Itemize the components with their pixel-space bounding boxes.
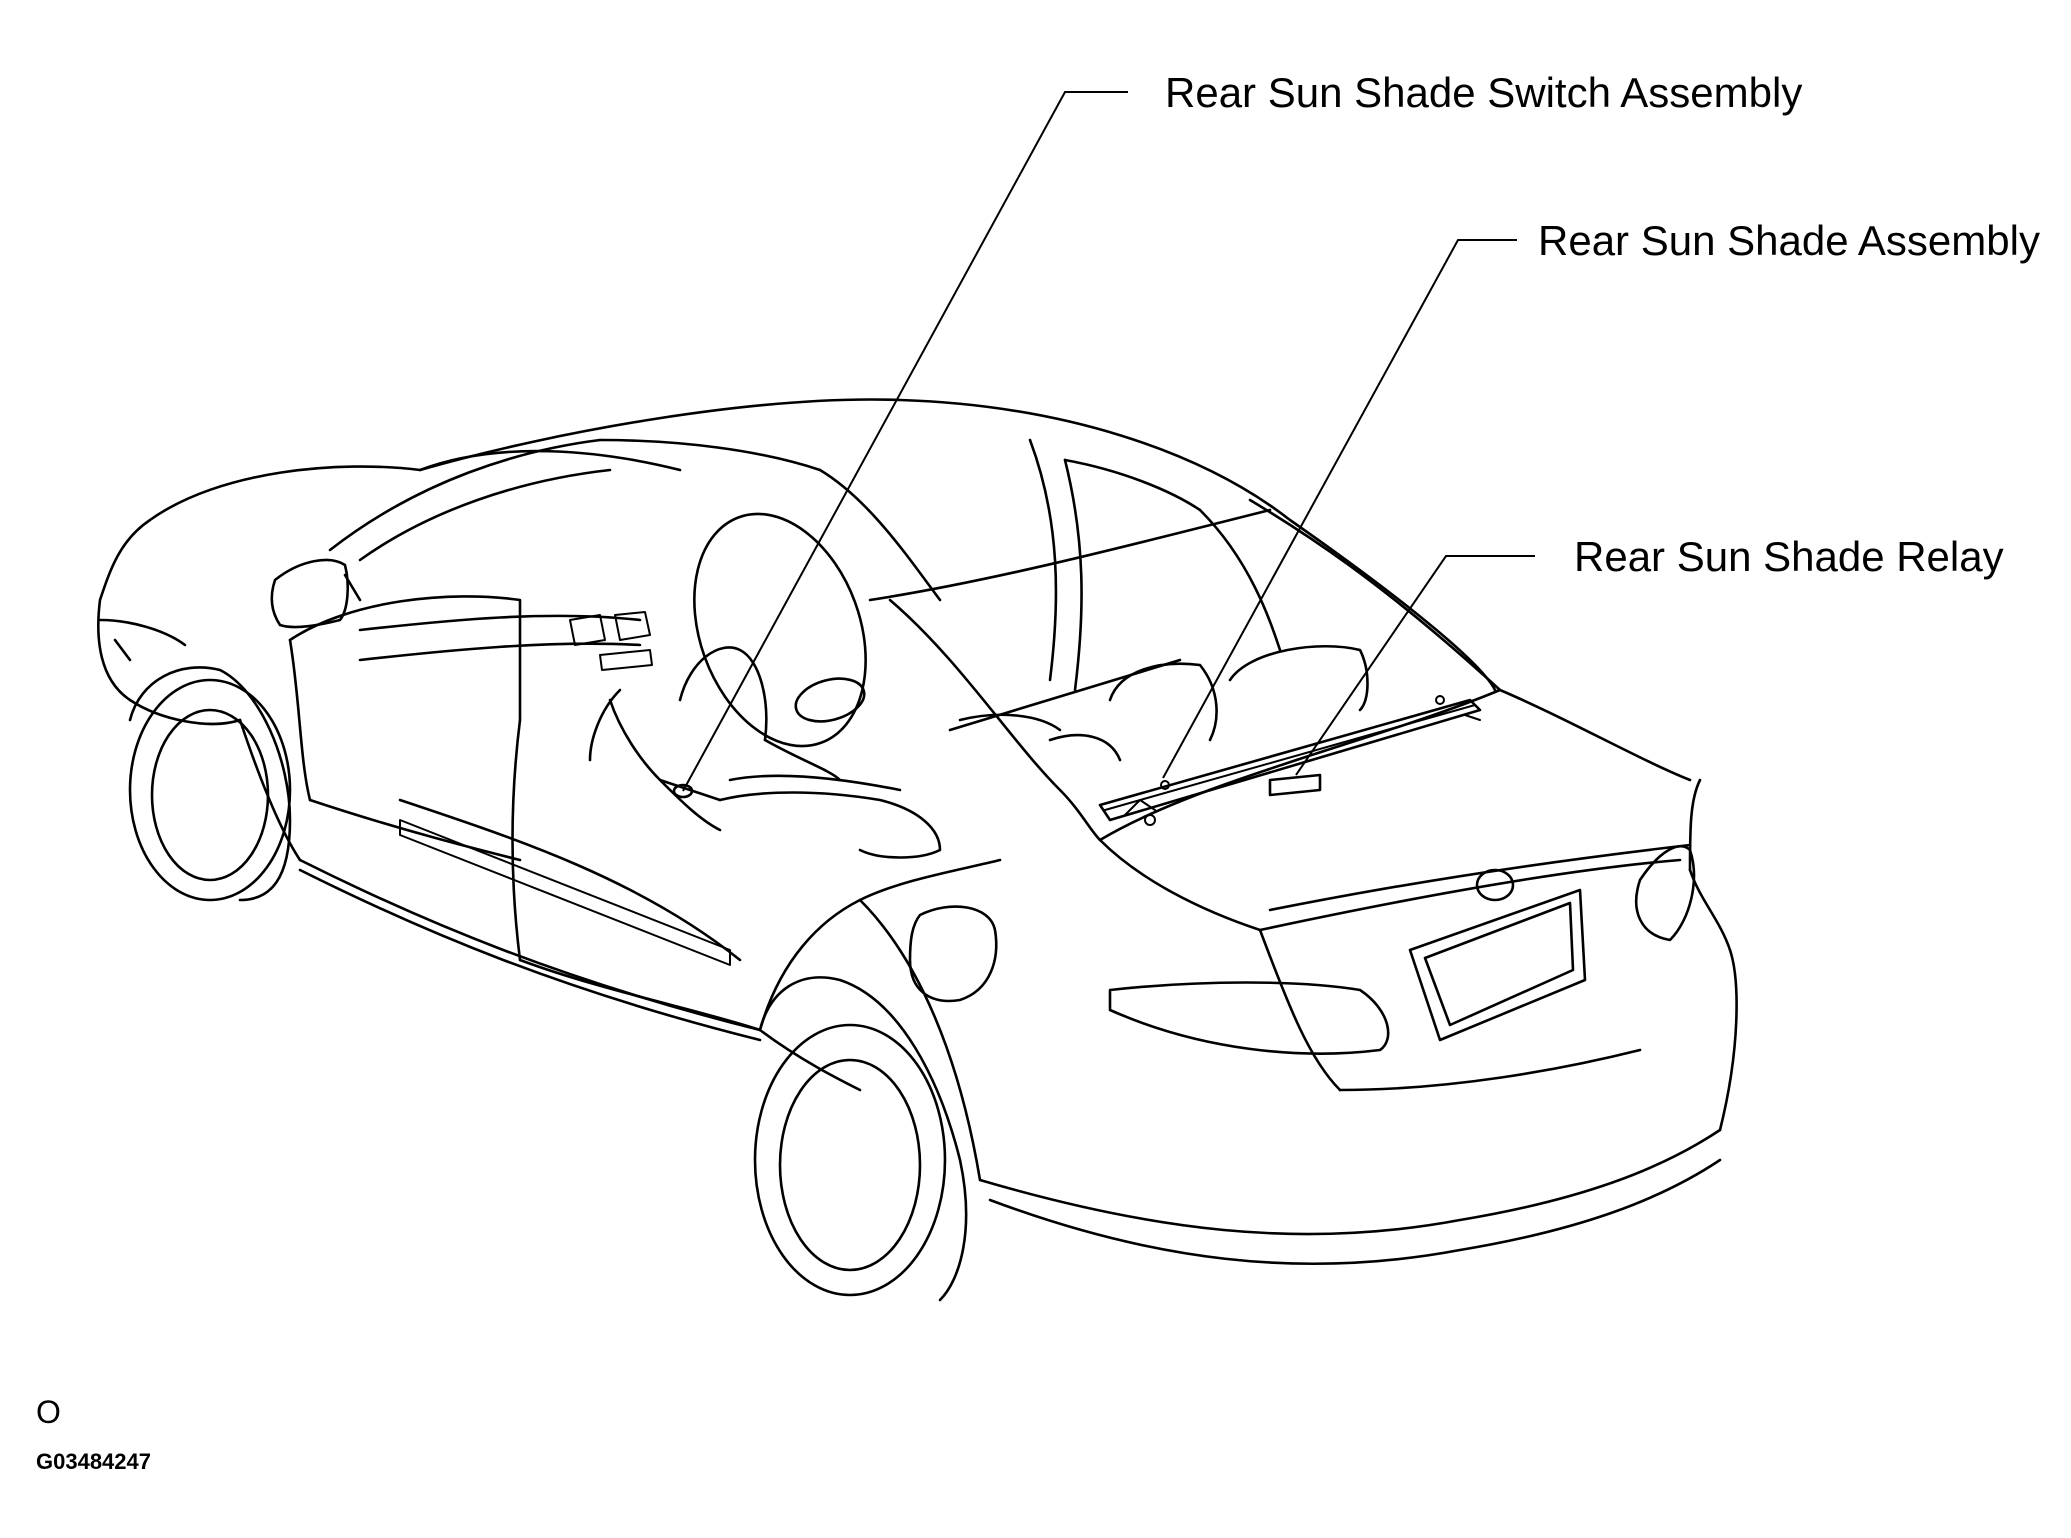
- leader-relay: [1295, 555, 1535, 776]
- rear-wheel: [753, 976, 968, 1302]
- leader-switch-assembly: [682, 91, 1128, 792]
- footer-marker: O: [36, 1394, 61, 1430]
- figure-id: G03484247: [36, 1449, 151, 1474]
- side-mirror: [270, 558, 362, 629]
- label-rear-sun-shade-relay: Rear Sun Shade Relay: [1574, 533, 2004, 580]
- label-rear-sun-shade-assembly: Rear Sun Shade Assembly: [1538, 217, 2040, 264]
- label-rear-sun-shade-switch-assembly: Rear Sun Shade Switch Assembly: [1165, 69, 1803, 116]
- interior-details: [358, 512, 1696, 1055]
- front-wheel: [128, 666, 292, 902]
- leader-lines: [682, 91, 1535, 792]
- leader-shade-assembly: [1162, 239, 1517, 779]
